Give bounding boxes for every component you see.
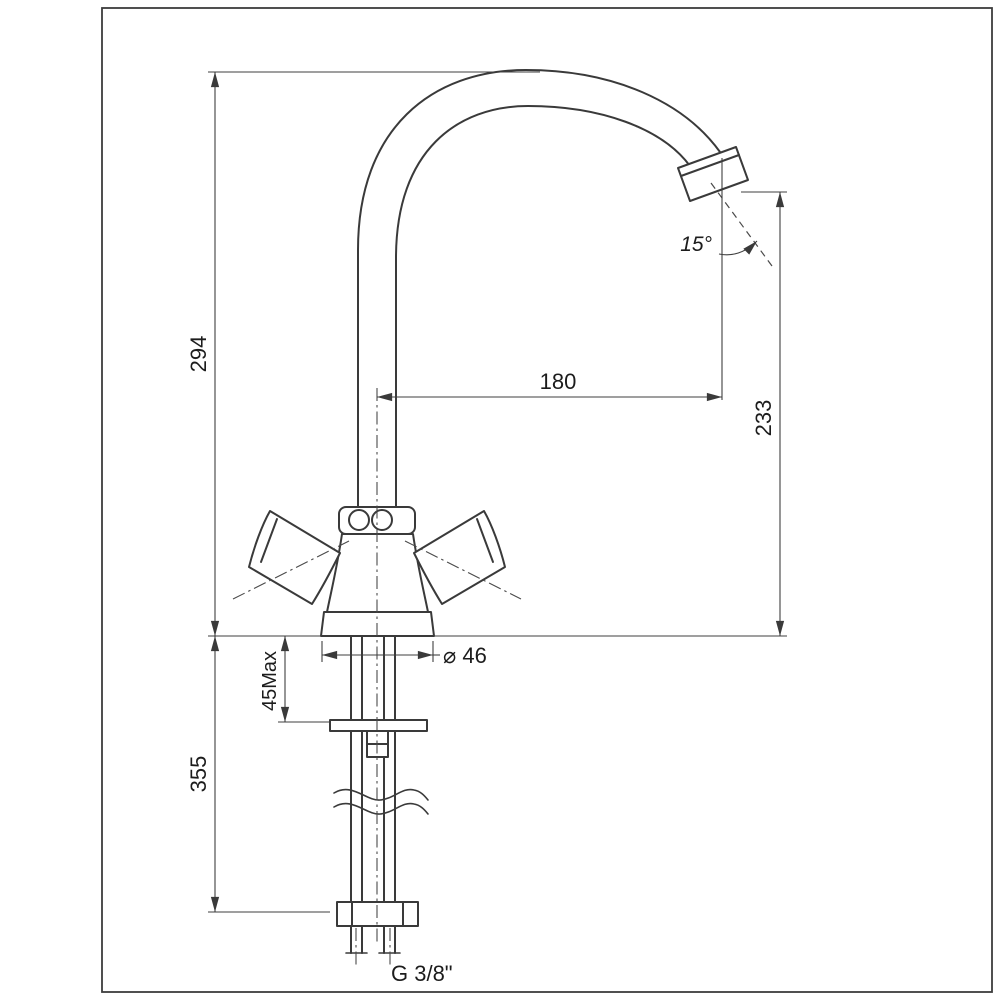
centerlines (232, 388, 522, 966)
dimension-labels: 294 355 45Max 180 233 15° ⌀ 46 G 3/8" (186, 233, 776, 986)
label-base-diameter: ⌀ 46 (443, 643, 487, 668)
label-spout-reach: 180 (540, 369, 577, 394)
outlet-flow-axis (710, 182, 773, 267)
label-spout-height: 294 (186, 336, 211, 373)
faucet-outline (248, 69, 749, 954)
angle-arc-15 (718, 240, 758, 256)
break-line-top (333, 788, 429, 801)
handle-screw-left (348, 509, 370, 531)
left-handle-centerline (232, 540, 350, 600)
supply-tubes (350, 635, 396, 903)
left-handle-facet (260, 518, 278, 563)
mounting-flange (329, 719, 428, 732)
label-outlet-height: 233 (751, 400, 776, 437)
dimension-lines (208, 71, 787, 913)
tube-ends (345, 925, 401, 954)
spout-inner-edge (395, 105, 691, 510)
label-max-deck-thickness: 45Max (259, 651, 281, 711)
label-outlet-angle: 15° (680, 233, 712, 256)
right-handle-facet (476, 518, 494, 563)
spout-aerator (677, 146, 749, 202)
right-handle-centerline (404, 540, 522, 600)
spout-outer-edge (357, 69, 721, 510)
label-under-counter-length: 355 (186, 756, 211, 793)
handle-screw-right (371, 509, 393, 531)
aerator-joint-line (680, 154, 740, 177)
label-connection-thread: G 3/8" (391, 961, 453, 986)
sheet-border-frame (101, 7, 993, 993)
break-line-bottom (333, 802, 429, 815)
